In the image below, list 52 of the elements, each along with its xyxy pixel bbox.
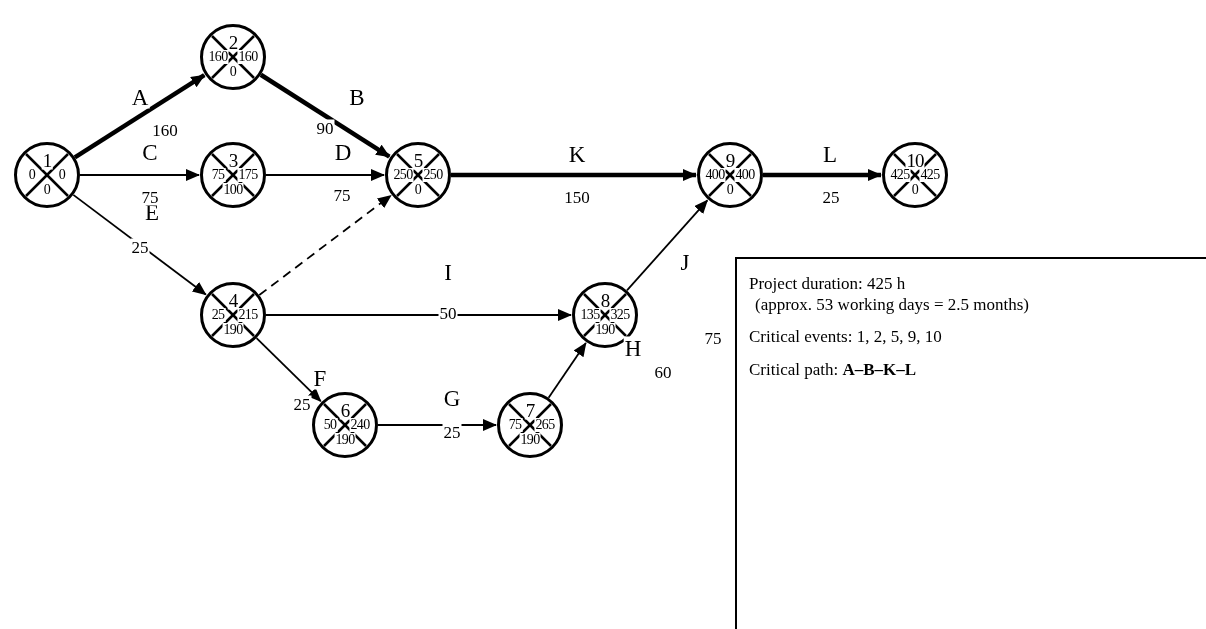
arrow — [73, 73, 206, 160]
earliest-time: 425 — [889, 168, 911, 182]
duration-label: 25 — [442, 423, 462, 441]
arrow — [451, 169, 697, 181]
slack-value: 0 — [725, 183, 735, 197]
duration-label: 25 — [130, 238, 150, 256]
duration-label: 25 — [292, 395, 312, 413]
slack-value: 100 — [222, 183, 244, 197]
summary-text: Critical events: 1, 2, 5, 9, 10 — [749, 325, 943, 347]
latest-time: 240 — [349, 418, 371, 432]
latest-time: 325 — [609, 308, 631, 322]
duration-label: 90 — [315, 119, 335, 137]
summary-text: (approx. 53 working days = 2.5 months) — [754, 294, 1030, 316]
arrow — [763, 169, 882, 181]
slack-value: 0 — [413, 183, 423, 197]
latest-time: 400 — [734, 168, 756, 182]
latest-time: 250 — [422, 168, 444, 182]
earliest-time: 0 — [27, 168, 37, 182]
summary-box — [735, 257, 1206, 629]
arrow — [626, 199, 709, 292]
dashed-arrow — [258, 194, 392, 296]
arrow — [377, 419, 497, 431]
slack-value: 190 — [594, 323, 616, 337]
latest-time: 215 — [237, 308, 259, 322]
arrow — [259, 72, 391, 159]
earliest-time: 50 — [322, 418, 338, 432]
slack-value: 0 — [910, 183, 920, 197]
latest-time: 425 — [919, 168, 941, 182]
summary-text: Project duration: 425 h — [749, 273, 907, 295]
latest-time: 0 — [57, 168, 67, 182]
earliest-time: 250 — [392, 168, 414, 182]
slack-value: 190 — [334, 433, 356, 447]
slack-value: 190 — [222, 323, 244, 337]
arrow — [265, 309, 572, 321]
arrow — [265, 169, 385, 181]
arrow — [72, 193, 207, 296]
earliest-time: 25 — [210, 308, 226, 322]
summary-text: Critical path: A–B–K–L — [749, 358, 918, 380]
earliest-time: 160 — [207, 50, 229, 64]
earliest-time: 135 — [579, 308, 601, 322]
latest-time: 265 — [534, 418, 556, 432]
slack-value: 0 — [42, 183, 52, 197]
earliest-time: 75 — [507, 418, 523, 432]
earliest-time: 400 — [704, 168, 726, 182]
slack-value: 0 — [228, 65, 238, 79]
arrow — [255, 337, 322, 403]
latest-time: 160 — [237, 50, 259, 64]
earliest-time: 75 — [210, 168, 226, 182]
latest-time: 175 — [237, 168, 259, 182]
arrow — [547, 342, 587, 399]
arrow — [79, 169, 200, 181]
slack-value: 190 — [519, 433, 541, 447]
